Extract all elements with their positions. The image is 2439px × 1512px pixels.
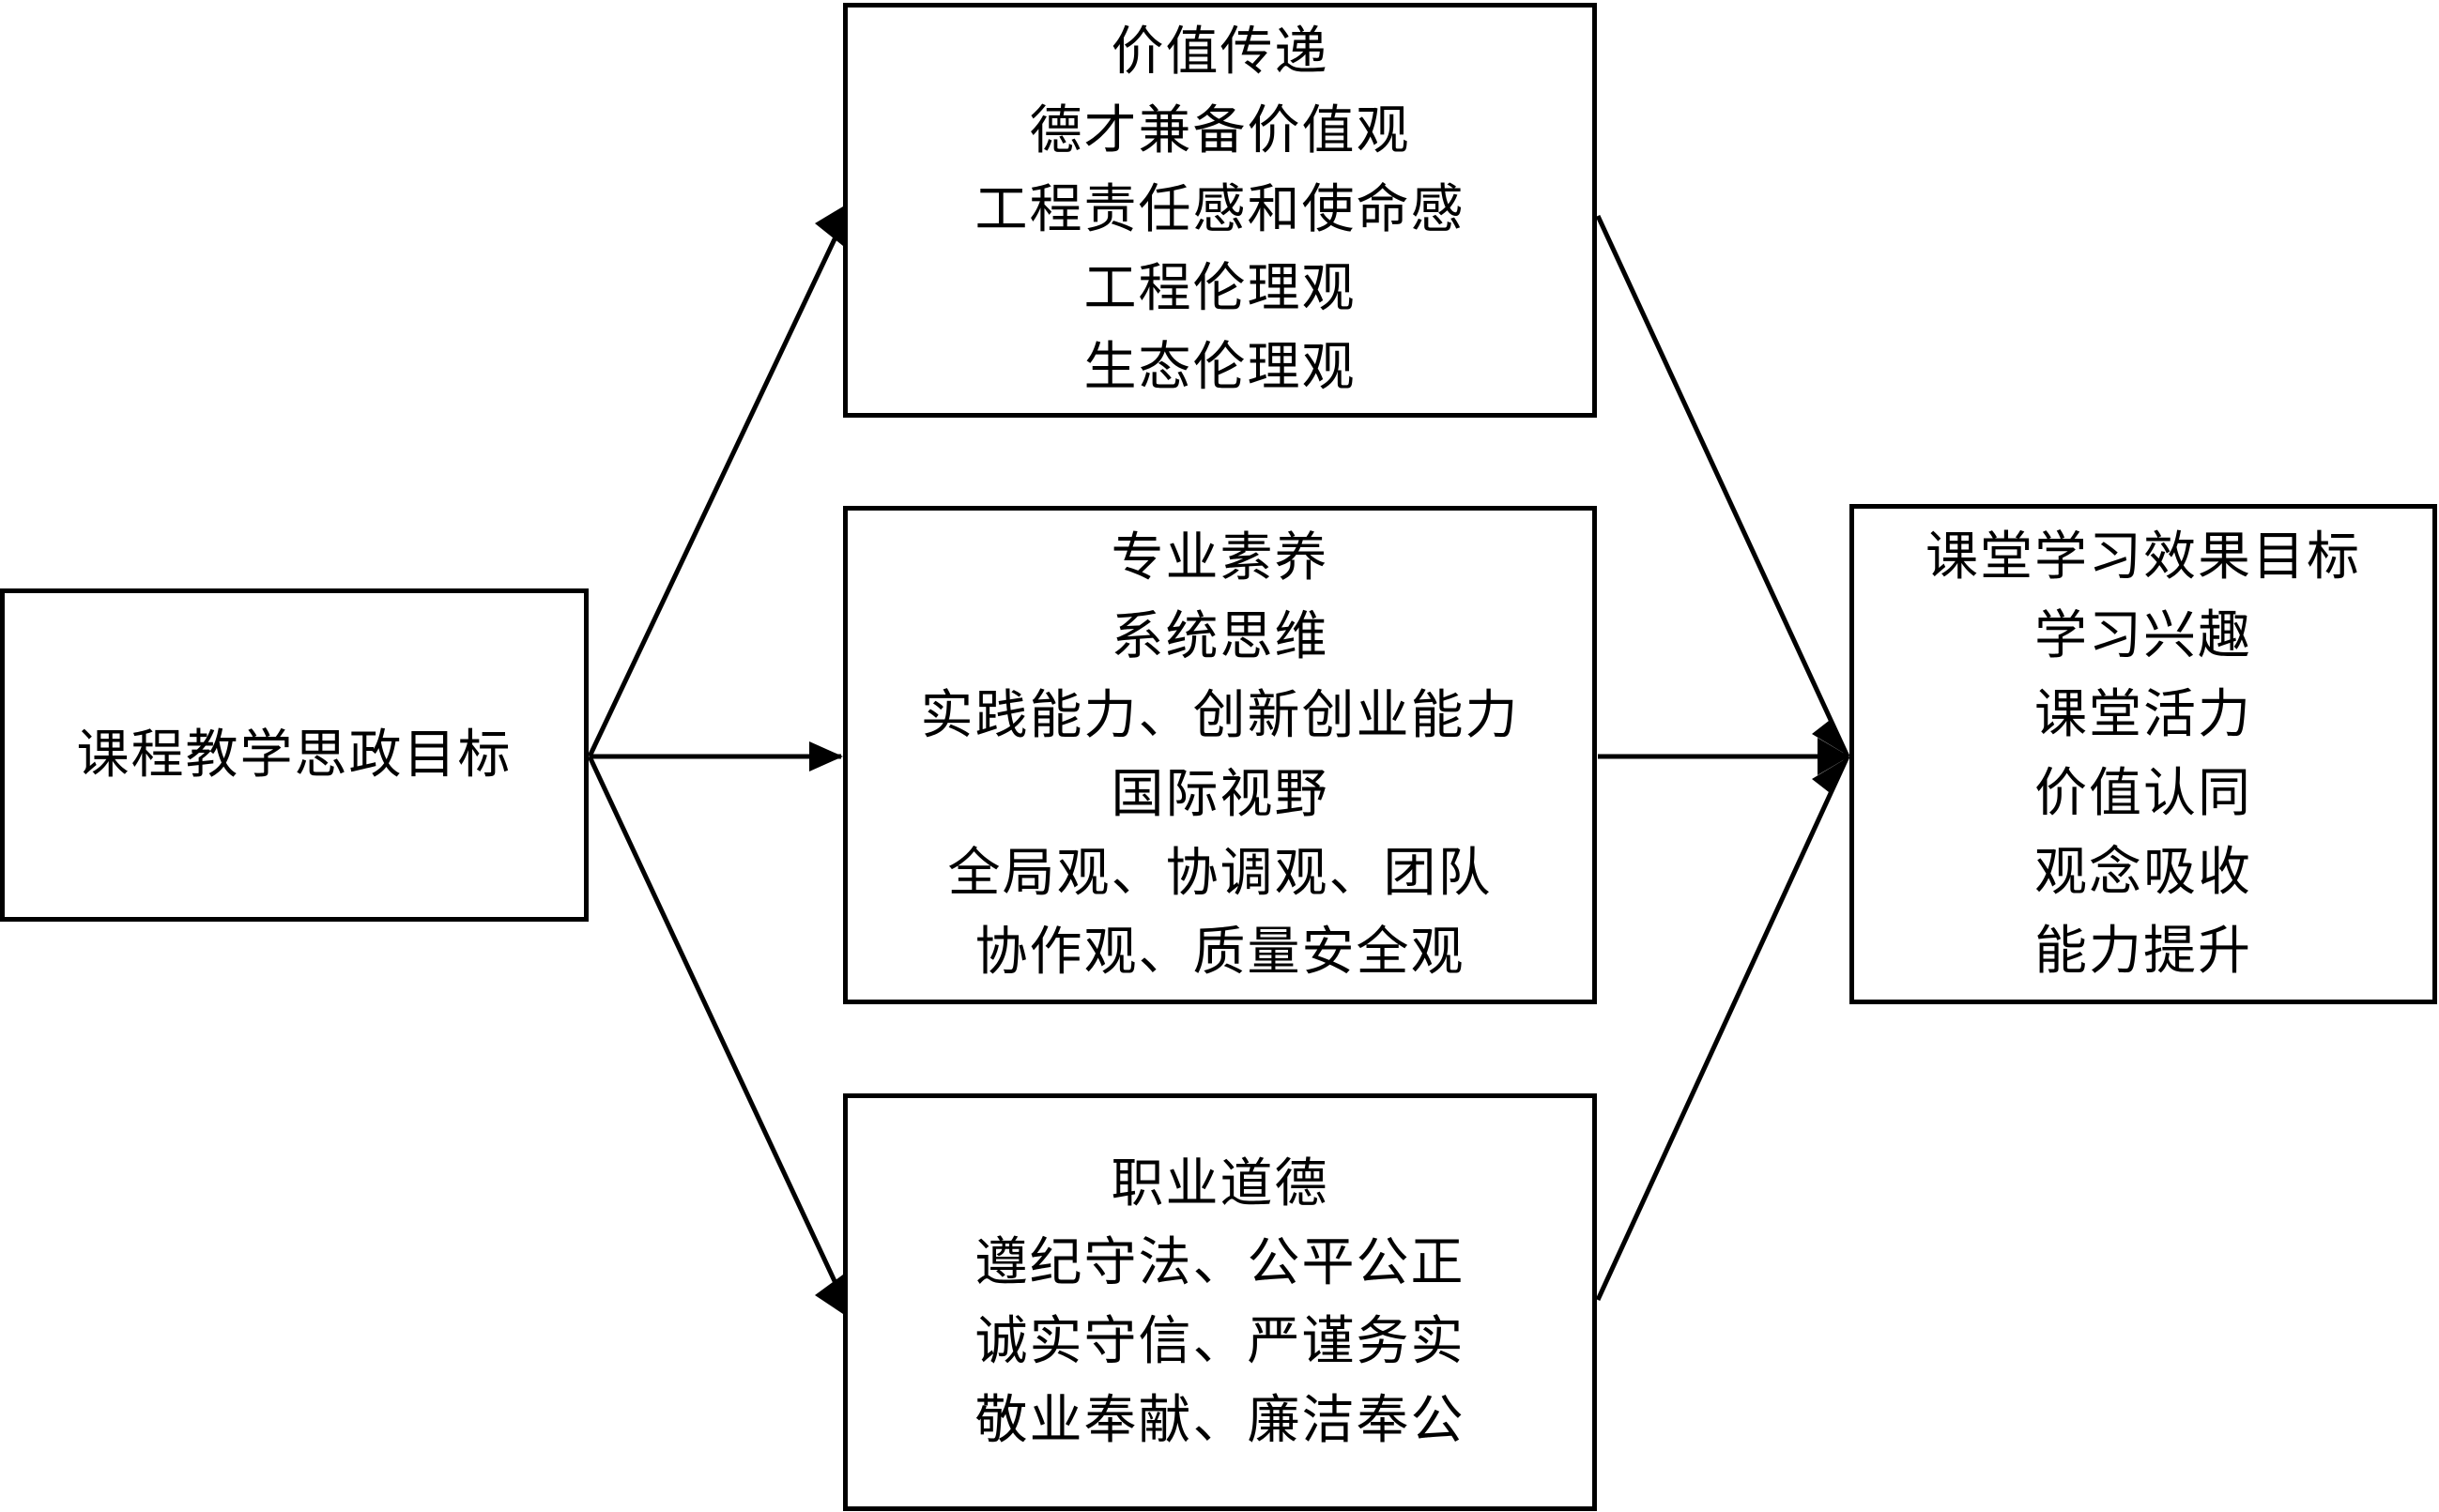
edge-source-to-value (587, 223, 844, 758)
box-item: 工程责任感和使命感 (974, 179, 1465, 240)
box-item: 系统思维 (1111, 605, 1329, 667)
arrowhead-target-top-icon (1812, 721, 1849, 756)
source-label: 课程教学思政目标 (76, 724, 513, 786)
box-item: 德才兼备价值观 (1029, 100, 1411, 161)
source-box-course-ideological-goal: 课程教学思政目标 (0, 588, 589, 922)
professional-ethics-box: 职业道德 遵纪守法、公平公正 诚实守信、严谨务实 敬业奉献、廉洁奉公 (843, 1093, 1597, 1511)
box-item: 能力提升 (2034, 920, 2252, 982)
value-transfer-box: 价值传递 德才兼备价值观 工程责任感和使命感 工程伦理观 生态伦理观 (843, 3, 1597, 418)
box-item: 诚实守信、严谨务实 (974, 1310, 1465, 1372)
arrowhead-target-bottom-icon (1812, 756, 1849, 792)
box-item: 全局观、协调观、团队 (947, 842, 1493, 904)
box-title: 专业素养 (1111, 527, 1329, 588)
box-item: 价值认同 (2034, 762, 2252, 824)
box-item: 敬业奉献、廉洁奉公 (974, 1389, 1465, 1451)
classroom-learning-target-box: 课堂学习效果目标 学习兴趣 课堂活力 价值认同 观念吸收 能力提升 (1849, 504, 2437, 1004)
box-title: 课堂学习效果目标 (1925, 526, 2361, 588)
box-item: 工程伦理观 (1083, 258, 1357, 319)
edge-value-to-target (1595, 214, 1850, 758)
box-item: 协作观、质量安全观 (974, 921, 1465, 983)
box-title: 价值传递 (1111, 22, 1329, 83)
box-item: 学习兴趣 (2034, 604, 2252, 666)
box-item: 实践能力、创新创业能力 (920, 684, 1520, 746)
arrowhead-target-icon (1818, 738, 1849, 775)
box-item: 课堂活力 (2034, 683, 2252, 745)
box-item: 国际视野 (1111, 763, 1329, 825)
professional-quality-box: 专业素养 系统思维 实践能力、创新创业能力 国际视野 全局观、协调观、团队 协作… (843, 506, 1597, 1004)
edge-source-to-ethics (587, 755, 844, 1297)
box-title: 职业道德 (1111, 1153, 1329, 1214)
box-item: 观念吸收 (2034, 841, 2252, 903)
box-item: 遵纪守法、公平公正 (974, 1231, 1465, 1293)
arrowhead-value-icon (815, 206, 843, 246)
arrowhead-ethics-icon (815, 1275, 843, 1314)
box-item: 生态伦理观 (1083, 337, 1357, 398)
arrowhead-professional-icon (809, 741, 843, 771)
edge-ethics-to-target (1595, 755, 1850, 1302)
